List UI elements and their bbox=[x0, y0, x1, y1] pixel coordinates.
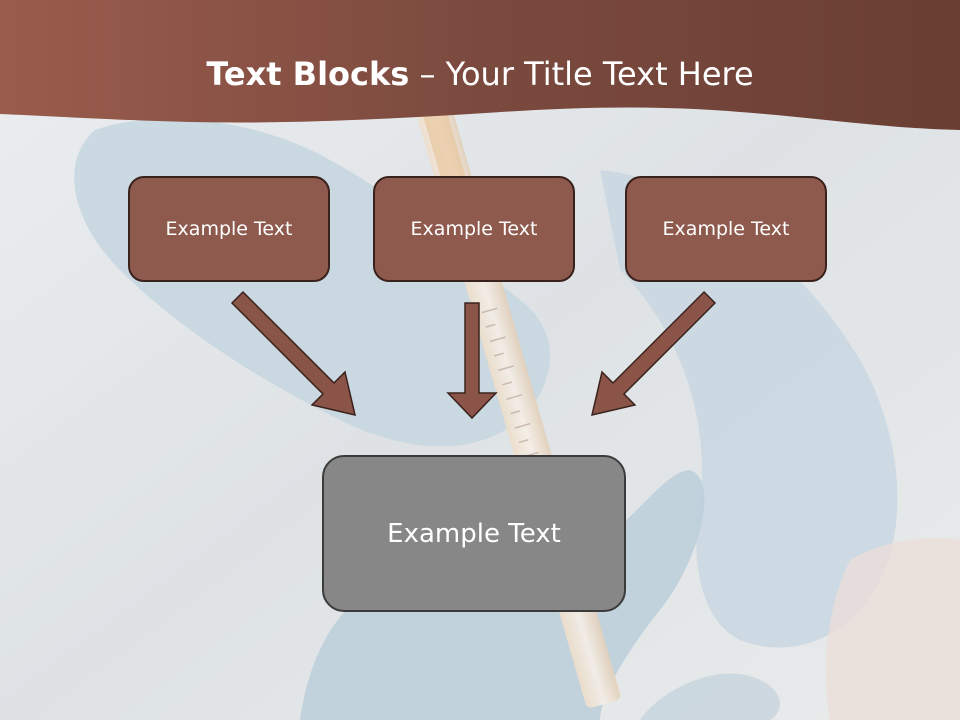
text-block-right-label: Example Text bbox=[662, 218, 790, 240]
text-block-left[interactable]: Example Text bbox=[128, 176, 330, 282]
header-banner bbox=[0, 0, 960, 130]
title-rest-text: Your Title Text Here bbox=[445, 55, 754, 93]
text-block-right[interactable]: Example Text bbox=[625, 176, 827, 282]
text-block-bottom-label: Example Text bbox=[387, 518, 561, 549]
title-separator: – bbox=[409, 55, 446, 93]
text-block-center-label: Example Text bbox=[410, 218, 538, 240]
title-bold-text: Text Blocks bbox=[206, 55, 410, 93]
slide-title: Text Blocks – Your Title Text Here bbox=[0, 52, 960, 96]
text-block-left-label: Example Text bbox=[165, 218, 293, 240]
text-block-center[interactable]: Example Text bbox=[373, 176, 575, 282]
text-block-bottom[interactable]: Example Text bbox=[322, 455, 626, 612]
